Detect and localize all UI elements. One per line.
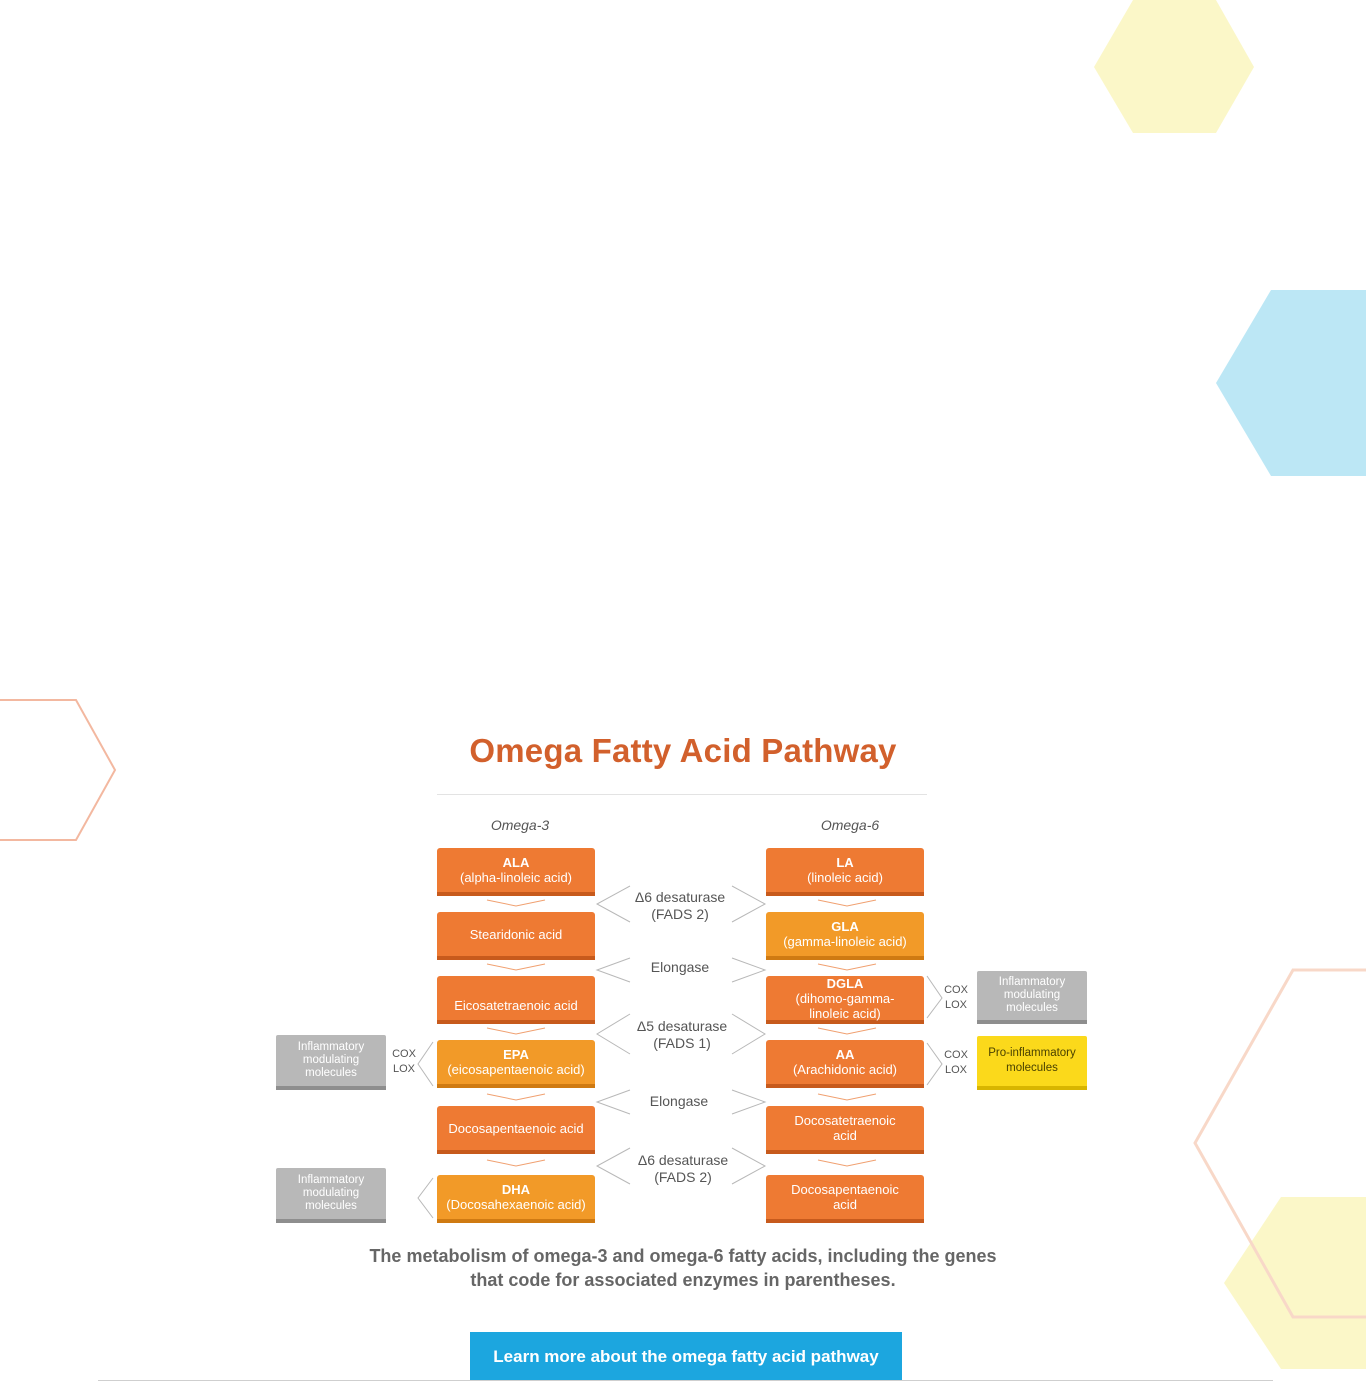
- dgla-cox-lox-label: COX LOX: [939, 983, 973, 1013]
- docosatetraenoic-acid-label: Docosatetraenoic acid: [794, 1113, 896, 1143]
- dgla-box: DGLA (dihomo-gamma-linoleic acid): [766, 976, 924, 1024]
- enzyme-delta5-desaturase: Δ5 desaturase (FADS 1): [612, 1018, 752, 1052]
- docosapentaenoic-acid-omega3-label: Docosapentaenoic acid: [448, 1120, 584, 1136]
- aa-box: AA (Arachidonic acid): [766, 1040, 924, 1088]
- enzyme-elongase-2: Elongase: [649, 1093, 709, 1109]
- aa-cox-label: COX: [944, 1049, 968, 1061]
- dha-abbr: DHA: [501, 1182, 531, 1197]
- dgla-inflammatory-modulating-box: Inflammatory modulating molecules: [977, 971, 1087, 1024]
- dha-inflammatory-modulating-box: Inflammatory modulating molecules: [276, 1168, 386, 1223]
- ala-name: (alpha-linoleic acid): [460, 870, 572, 885]
- enzyme-delta6-desaturase-1: Δ6 desaturase (FADS 2): [610, 889, 750, 923]
- dgla-abbr: DGLA: [826, 975, 864, 991]
- la-abbr: LA: [836, 855, 854, 870]
- epa-abbr: EPA: [503, 1047, 529, 1062]
- diagram-caption: The metabolism of omega-3 and omega-6 fa…: [0, 1244, 1366, 1292]
- aa-name: (Arachidonic acid): [792, 1062, 898, 1077]
- docosapentaenoic-acid-omega6-box: Docosapentaenoic acid: [766, 1175, 924, 1223]
- dgla-name: (dihomo-gamma-linoleic acid): [795, 990, 895, 1021]
- gla-abbr: GLA: [831, 919, 859, 934]
- gla-box: GLA (gamma-linoleic acid): [766, 912, 924, 960]
- enzyme-delta6-desaturase-2-gene: (FADS 2): [654, 1169, 712, 1185]
- yellow-hexagon-top: [1094, 0, 1254, 133]
- ala-abbr: ALA: [502, 855, 530, 870]
- epa-name: (eicosapentaenoic acid): [447, 1062, 585, 1077]
- epa-lox-label: LOX: [392, 1063, 415, 1075]
- enzyme-delta5-desaturase-name: Δ5 desaturase: [636, 1018, 728, 1034]
- epa-box: EPA (eicosapentaenoic acid): [437, 1040, 595, 1088]
- eicosatetraenoic-acid-box: Eicosatetraenoic acid: [437, 976, 595, 1024]
- enzyme-delta6-desaturase-1-name: Δ6 desaturase: [634, 889, 726, 905]
- yellow-hexagon-bottom: [1224, 1197, 1366, 1369]
- title-divider: [437, 794, 927, 795]
- peach-hexagon-outline-left: [0, 699, 117, 841]
- la-box: LA (linoleic acid): [766, 848, 924, 896]
- stearidonic-acid-box: Stearidonic acid: [437, 912, 595, 960]
- docosapentaenoic-acid-omega6-label: Docosapentaenoic acid: [791, 1182, 899, 1212]
- la-name: (linoleic acid): [807, 870, 883, 885]
- docosapentaenoic-acid-omega3-box: Docosapentaenoic acid: [437, 1106, 595, 1154]
- caption-line-1: The metabolism of omega-3 and omega-6 fa…: [369, 1246, 997, 1266]
- caption-line-2: that code for associated enzymes in pare…: [470, 1270, 896, 1290]
- peach-hexagon-outline-bottom: [1193, 968, 1366, 1319]
- dha-box: DHA (Docosahexaenoic acid): [437, 1175, 595, 1223]
- docosatetraenoic-acid-box: Docosatetraenoic acid: [766, 1106, 924, 1154]
- ala-box: ALA (alpha-linoleic acid): [437, 848, 595, 896]
- dgla-cox-label: COX: [944, 984, 968, 996]
- enzyme-delta6-desaturase-2: Δ6 desaturase (FADS 2): [613, 1152, 753, 1186]
- omega6-column-label: Omega-6: [820, 817, 880, 833]
- enzyme-delta6-desaturase-2-name: Δ6 desaturase: [637, 1152, 729, 1168]
- aa-lox-label: LOX: [944, 1064, 967, 1076]
- dha-name: (Docosahexaenoic acid): [446, 1197, 586, 1212]
- diagram-title: Omega Fatty Acid Pathway: [469, 732, 897, 769]
- blue-hexagon-right: [1216, 290, 1366, 476]
- aa-cox-lox-label: COX LOX: [939, 1048, 973, 1078]
- omega3-column-label: Omega-3: [490, 817, 550, 833]
- enzyme-delta5-desaturase-gene: (FADS 1): [653, 1035, 711, 1051]
- epa-inflammatory-modulating-box: Inflammatory modulating molecules: [276, 1035, 386, 1090]
- dgla-lox-label: LOX: [944, 999, 967, 1011]
- stearidonic-acid-label: Stearidonic acid: [469, 926, 563, 942]
- gla-name: (gamma-linoleic acid): [783, 934, 907, 949]
- enzyme-delta6-desaturase-1-gene: (FADS 2): [651, 906, 709, 922]
- aa-abbr: AA: [835, 1047, 855, 1062]
- enzyme-elongase-1: Elongase: [650, 959, 710, 975]
- epa-cox-label: COX: [392, 1048, 416, 1060]
- pro-inflammatory-box: Pro-inflammatory molecules: [977, 1036, 1087, 1090]
- epa-cox-lox-label: COX LOX: [387, 1047, 421, 1077]
- learn-more-button[interactable]: Learn more about the omega fatty acid pa…: [470, 1332, 902, 1381]
- eicosatetraenoic-acid-label: Eicosatetraenoic acid: [454, 997, 578, 1013]
